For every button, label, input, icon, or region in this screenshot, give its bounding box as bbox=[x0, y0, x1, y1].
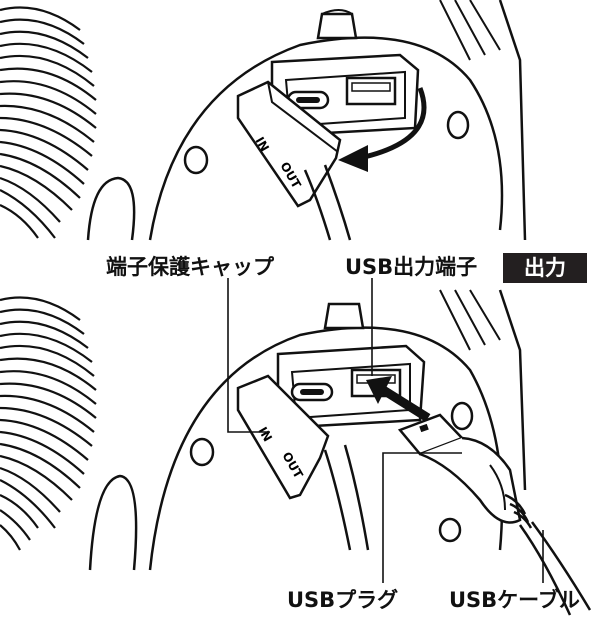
bottom-fan-grille bbox=[0, 296, 98, 551]
top-fan-grille bbox=[0, 6, 98, 239]
usb-plug-label: USBプラグ bbox=[287, 588, 399, 612]
usb-output-port-label: USB出力端子 bbox=[345, 255, 478, 279]
rotate-arrow bbox=[359, 87, 427, 161]
rotate-arrow-head bbox=[338, 145, 368, 172]
usb-plug-drawing bbox=[397, 413, 592, 616]
output-badge: 出力 bbox=[503, 253, 587, 283]
usb-cable-label: USBケーブル bbox=[449, 588, 580, 612]
bottom-panel: IN OUT bbox=[0, 289, 592, 616]
bottom-body-outline bbox=[148, 326, 504, 571]
leader-lines bbox=[227, 278, 544, 583]
leader-cap bbox=[227, 278, 270, 433]
top-body-outline bbox=[148, 36, 504, 241]
insert-arrow bbox=[377, 384, 431, 422]
leader-usb-plug bbox=[382, 452, 462, 583]
bottom-cap-in-marking: IN bbox=[255, 425, 274, 445]
top-panel: IN OUT bbox=[0, 0, 527, 241]
protective-cap-label: 端子保護キャップ bbox=[106, 255, 274, 279]
top-cap-in-marking: IN bbox=[252, 135, 271, 155]
